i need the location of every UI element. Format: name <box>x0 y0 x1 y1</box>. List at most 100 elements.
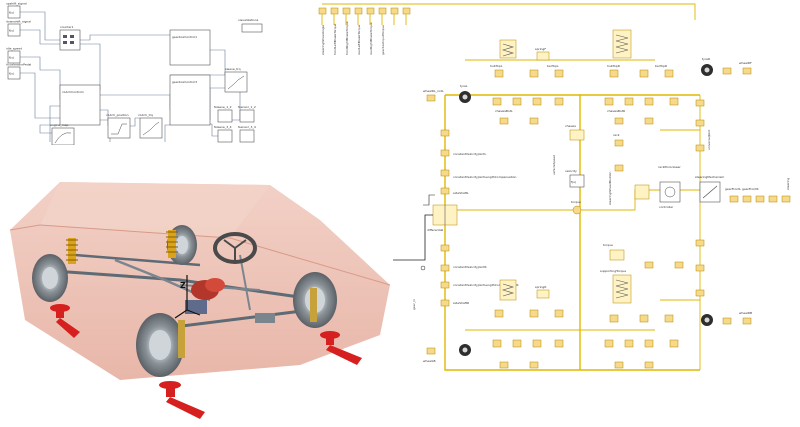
svg-text:wheelLB: wheelLB <box>423 359 436 363</box>
supporting-torque: torque supportingTorque <box>600 243 684 273</box>
svg-text:wheelRL_rodL: wheelRL_rodL <box>423 89 444 93</box>
accel-block: f(u) AcceleratorPedal <box>6 63 31 80</box>
svg-text:wheelRB: wheelRB <box>739 311 752 315</box>
steering-section: rack steeringWheelPosition controller st… <box>608 133 791 209</box>
svg-text:frontLeftBrakeTorque: frontLeftBrakeTorque <box>333 23 337 55</box>
front-left-wheel <box>136 313 184 377</box>
svg-text:torque: torque <box>603 243 613 247</box>
svg-text:fsleeve_1_2: fsleeve_1_2 <box>214 105 232 109</box>
svg-text:frontRightBrakeTorque: frontRightBrakeTorque <box>345 21 349 55</box>
suspension-front-left: springF hubTopL barTopL chassisBotL <box>490 39 564 125</box>
axis-triad: Z <box>174 275 201 319</box>
svg-text:fsensor_1_2: fsensor_1_2 <box>238 105 256 109</box>
svg-text:springR: springR <box>535 285 546 289</box>
svg-text:rackPinionGear: rackPinionGear <box>658 165 682 169</box>
top-input-connectors <box>318 3 696 25</box>
svg-text:gearFrontL gearFrontR: gearFrontL gearFrontR <box>725 187 759 191</box>
drive-shaft-right: constantVelocityJointR constantVelocityJ… <box>440 244 519 307</box>
svg-text:clutchControl1: clutchControl1 <box>62 90 84 94</box>
suspension-rear-left: springR <box>492 279 564 369</box>
differential-block: differential <box>427 204 458 232</box>
svg-text:differential: differential <box>427 228 443 232</box>
svg-text:constantVelocityJointLengthCom: constantVelocityJointLengthCompensation <box>453 175 517 179</box>
gearbox-input: gear_in <box>393 194 435 310</box>
fsensor-3-4-block: fsensor_3_4 <box>238 125 256 143</box>
svg-text:tyreL: tyreL <box>460 84 468 88</box>
svg-text:f(u): f(u) <box>9 29 14 33</box>
sleeve-torque-block: sleeve_trq <box>224 67 248 93</box>
svg-text:AcceleratorPedal: AcceleratorPedal <box>6 63 31 67</box>
fsleeve-3-4-block: fsleeve_3_4 <box>214 125 233 143</box>
engine-map-block: engine_map <box>50 123 75 145</box>
svg-text:steering: steering <box>786 178 790 190</box>
suspension-front-right: hubTopR barTopR chassisBotR <box>604 29 679 125</box>
svg-text:idle_speed: idle_speed <box>6 47 22 51</box>
svg-text:f(u): f(u) <box>9 11 14 15</box>
svg-text:wheelRF: wheelRF <box>739 61 752 65</box>
counter-block: counter1 <box>59 25 81 51</box>
svg-text:controller: controller <box>659 205 674 209</box>
svg-text:hubTopR: hubTopR <box>607 64 620 68</box>
svg-text:chassis: chassis <box>565 124 576 128</box>
drive-shaft-left: constantVelocityJointL constantVelocityJ… <box>440 129 517 195</box>
svg-text:steeringWheelPosition: steeringWheelPosition <box>608 172 612 205</box>
svg-text:torque: torque <box>571 200 581 204</box>
controller-diagram: f(u) upshift_signal f(u) downshift_signa… <box>6 2 263 145</box>
tyre-rear-right: wheelRB <box>701 311 752 326</box>
svg-text:gear_in: gear_in <box>412 299 416 310</box>
svg-text:rearRightBrakeTorque: rearRightBrakeTorque <box>369 22 373 55</box>
svg-text:vehicleSpeed: vehicleSpeed <box>552 155 556 175</box>
suspension-rear-right <box>604 274 679 369</box>
tyre-front-left: tyreL wheelRL_rodL <box>423 84 471 103</box>
drivetrain-parts <box>185 278 275 323</box>
mechanical-trunks <box>444 59 701 371</box>
svg-text:constantVelocityJointLengthCom: constantVelocityJointLengthCompensationR <box>453 283 519 287</box>
steering-wheel <box>213 232 257 264</box>
svg-text:velocity: velocity <box>565 169 577 173</box>
svg-text:chassisBotL: chassisBotL <box>495 109 513 113</box>
svg-text:sideShaftR: sideShaftR <box>453 301 469 305</box>
svg-text:sleeve_trq: sleeve_trq <box>225 67 241 71</box>
svg-text:counter1: counter1 <box>60 25 74 29</box>
idle-block: f(u) idle_speed <box>6 47 22 64</box>
svg-text:gearboxControl3: gearboxControl3 <box>172 80 197 84</box>
chassis-schematic: steeringWheelAngle frontLeftBrakeTorque … <box>318 3 791 371</box>
rear-left-wheel <box>32 254 68 302</box>
downshift-block: f(u) downshift_signal <box>6 20 31 37</box>
svg-text:rearLeftBrakeTorque: rearLeftBrakeTorque <box>357 25 361 55</box>
svg-text:downshift_signal: downshift_signal <box>6 20 31 24</box>
tyre-front-right: tyreR wheelRF <box>701 57 752 76</box>
svg-text:clutch_position: clutch_position <box>106 113 129 117</box>
svg-text:fsleeve_3_4: fsleeve_3_4 <box>214 125 232 129</box>
svg-text:visualizations: visualizations <box>238 18 259 22</box>
svg-text:clutch_trq: clutch_trq <box>138 113 153 117</box>
clutch-torque-block: clutch_trq <box>138 113 163 139</box>
chassis-center: chassis f(u) velocity torque vehicleSpee… <box>552 124 585 215</box>
gearbox-control-1-block: gearboxControl1 <box>169 29 211 66</box>
svg-text:hubTopL: hubTopL <box>490 64 503 68</box>
svg-text:gearboxInputTorque: gearboxInputTorque <box>381 25 385 55</box>
clutch-control-block: clutchControl1 <box>59 84 101 126</box>
top-input-labels: steeringWheelAngle frontLeftBrakeTorque … <box>321 21 385 55</box>
springs <box>66 230 317 358</box>
fsensor-1-2-block: fsensor_1_2 <box>238 105 256 123</box>
svg-text:constantVelocityJointL: constantVelocityJointL <box>453 152 486 156</box>
tyre-rear-left: wheelLB <box>423 344 471 363</box>
svg-text:f(u): f(u) <box>9 56 14 60</box>
upshift-block: f(u) upshift_signal <box>6 2 27 19</box>
svg-text:constantVelocityJointR: constantVelocityJointR <box>453 265 487 269</box>
svg-text:f(u): f(u) <box>571 180 576 184</box>
svg-text:barTopL: barTopL <box>547 64 559 68</box>
svg-text:sideShaftL: sideShaftL <box>453 191 469 195</box>
visualizations-block: visualizations <box>238 18 263 33</box>
svg-text:upshift_signal: upshift_signal <box>6 2 27 6</box>
svg-text:fsensor_3_4: fsensor_3_4 <box>238 125 256 129</box>
force-arrows <box>50 304 362 419</box>
clutch-position-block: clutch_position <box>106 113 131 139</box>
svg-text:steeringWheelAngle: steeringWheelAngle <box>321 25 325 55</box>
svg-text:universalJoint: universalJoint <box>707 129 711 150</box>
svg-text:tyreR: tyreR <box>702 57 710 61</box>
car-3d-view: Z <box>9 182 391 419</box>
svg-text:gearboxControl1: gearboxControl1 <box>172 35 197 39</box>
svg-text:chassisBotR: chassisBotR <box>607 109 625 113</box>
